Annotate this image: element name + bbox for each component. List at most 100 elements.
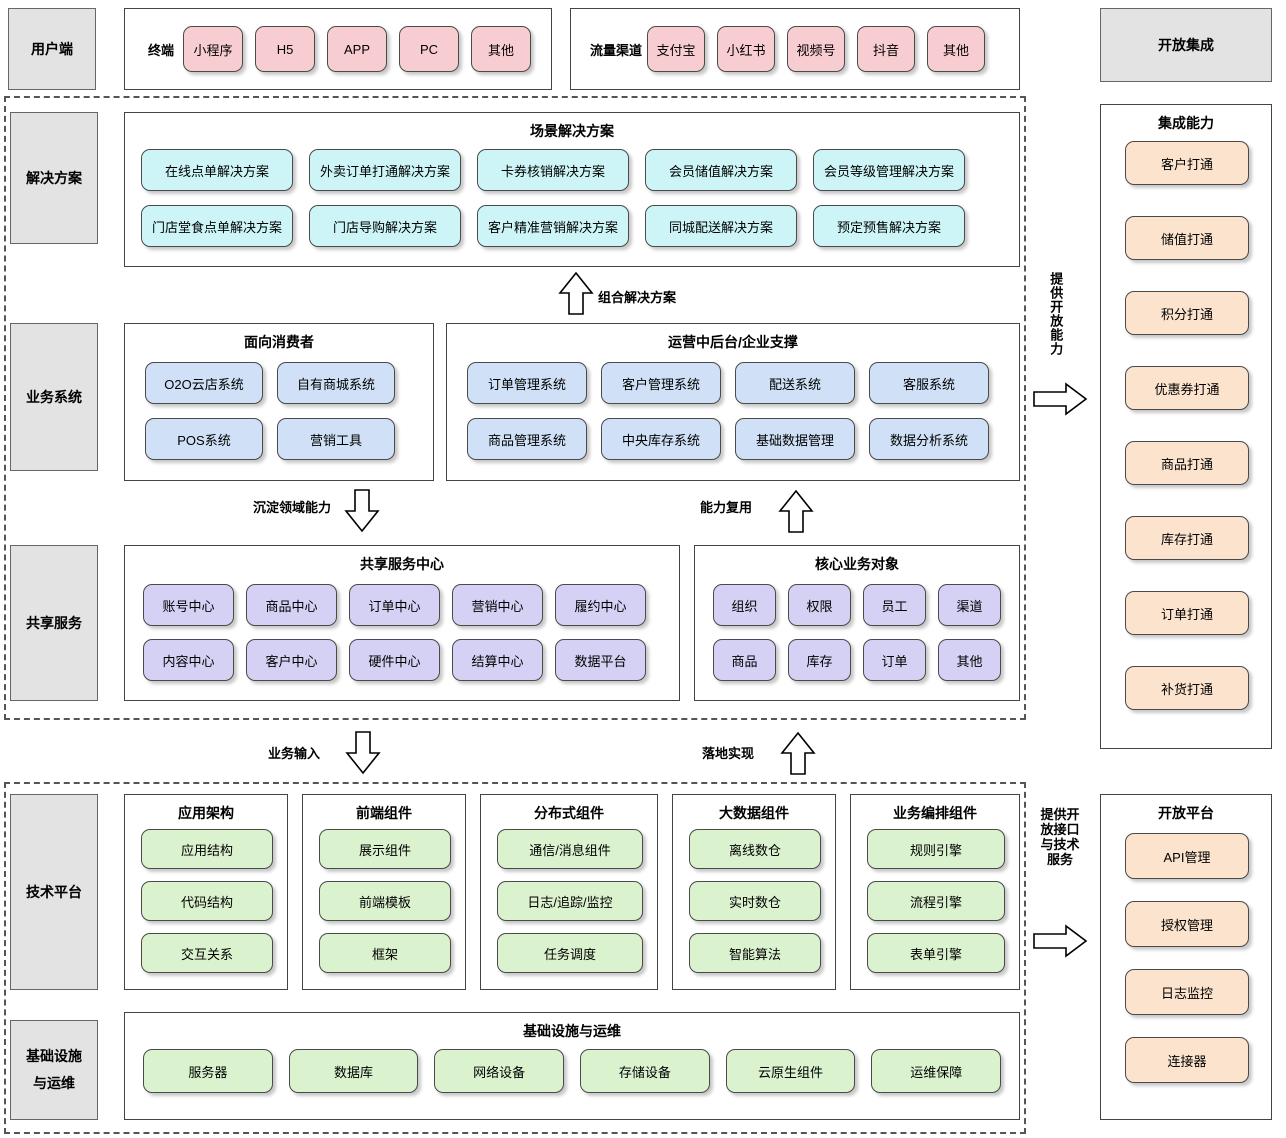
chip-backoffice-system[interactable]: 中央库存系统 [601,418,721,460]
chip-shared-center[interactable]: 商品中心 [246,584,337,626]
chip-tech-item[interactable]: 规则引擎 [867,829,1005,869]
chip-tech-item[interactable]: 智能算法 [689,933,821,973]
chip-core-object[interactable]: 商品 [713,639,776,681]
chip-tech-item[interactable]: 表单引擎 [867,933,1005,973]
chip-backoffice-system[interactable]: 基础数据管理 [735,418,855,460]
chip-shared-center[interactable]: 账号中心 [143,584,234,626]
chip-integration[interactable]: 库存打通 [1125,516,1249,560]
chip-backoffice-system[interactable]: 数据分析系统 [869,418,989,460]
chip-shared-center[interactable]: 履约中心 [555,584,646,626]
chip-terminal[interactable]: APP [327,26,387,72]
chip-infra-item[interactable]: 云原生组件 [725,1049,856,1093]
chip-integration[interactable]: 优惠券打通 [1125,366,1249,410]
arrow-capability-reuse [778,489,814,533]
chip-solution[interactable]: 会员储值解决方案 [645,149,797,191]
chip-core-object[interactable]: 其他 [938,639,1001,681]
business-domain-group [4,96,1026,720]
chip-core-object[interactable]: 订单 [863,639,926,681]
arrow-business-input-label: 业务输入 [268,746,321,761]
chip-open-platform[interactable]: 日志监控 [1125,969,1249,1015]
solution-title: 场景解决方案 [530,123,614,139]
row-label-client: 用户端 [8,8,96,90]
chip-tech-item[interactable]: 前端模板 [319,881,451,921]
chip-backoffice-system[interactable]: 配送系统 [735,362,855,404]
chip-terminal[interactable]: PC [399,26,459,72]
chip-core-object[interactable]: 组织 [713,584,776,626]
chip-shared-center[interactable]: 客户中心 [246,639,337,681]
chip-terminal[interactable]: 小程序 [183,26,243,72]
integration-capability-panel: 集成能力 客户打通 储值打通 积分打通 优惠券打通 商品打通 库存打通 订单打通… [1100,104,1272,749]
chip-solution[interactable]: 预定预售解决方案 [813,205,965,247]
chip-solution[interactable]: 在线点单解决方案 [141,149,293,191]
chip-shared-center[interactable]: 硬件中心 [349,639,440,681]
chip-backoffice-system[interactable]: 客户管理系统 [601,362,721,404]
chip-solution[interactable]: 门店堂食点单解决方案 [141,205,293,247]
chip-infra-item[interactable]: 数据库 [288,1049,419,1093]
chip-backoffice-system[interactable]: 订单管理系统 [467,362,587,404]
consumer-facing-title: 面向消费者 [244,334,314,350]
chip-integration[interactable]: 储值打通 [1125,216,1249,260]
chip-consumer-system[interactable]: POS系统 [145,418,263,460]
chip-solution[interactable]: 外卖订单打通解决方案 [309,149,461,191]
chip-open-platform[interactable]: API管理 [1125,833,1249,879]
row-label-solution-text: 解决方案 [26,169,82,186]
open-platform-title: 开放平台 [1158,805,1214,821]
row-label-solution: 解决方案 [10,112,98,244]
chip-tech-item[interactable]: 框架 [319,933,451,973]
chip-tech-item[interactable]: 实时数仓 [689,881,821,921]
chip-tech-item[interactable]: 任务调度 [497,933,643,973]
chip-backoffice-system[interactable]: 客服系统 [869,362,989,404]
chip-solution[interactable]: 会员等级管理解决方案 [813,149,965,191]
chip-core-object[interactable]: 渠道 [938,584,1001,626]
chip-terminal[interactable]: 其他 [471,26,531,72]
chip-tech-item[interactable]: 代码结构 [141,881,273,921]
chip-open-platform[interactable]: 授权管理 [1125,901,1249,947]
chip-consumer-system[interactable]: 营销工具 [277,418,395,460]
chip-channel[interactable]: 小红书 [717,26,775,72]
chip-tech-item[interactable]: 应用结构 [141,829,273,869]
chip-channel[interactable]: 视频号 [787,26,845,72]
chip-solution[interactable]: 同城配送解决方案 [645,205,797,247]
chip-integration[interactable]: 商品打通 [1125,441,1249,485]
chip-tech-item[interactable]: 交互关系 [141,933,273,973]
chip-solution[interactable]: 门店导购解决方案 [309,205,461,247]
chip-tech-item[interactable]: 日志/追踪/监控 [497,881,643,921]
chip-integration[interactable]: 积分打通 [1125,291,1249,335]
row-label-shared: 共享服务 [10,545,98,701]
chip-consumer-system[interactable]: O2O云店系统 [145,362,263,404]
tech-group-distributed-components: 分布式组件 通信/消息组件 日志/追踪/监控 任务调度 [480,794,658,990]
chip-core-object[interactable]: 权限 [788,584,851,626]
chip-infra-item[interactable]: 运维保障 [871,1049,1002,1093]
chip-open-platform[interactable]: 连接器 [1125,1037,1249,1083]
chip-shared-center[interactable]: 数据平台 [555,639,646,681]
chip-channel[interactable]: 其他 [927,26,985,72]
chip-tech-item[interactable]: 通信/消息组件 [497,829,643,869]
chip-consumer-system[interactable]: 自有商城系统 [277,362,395,404]
arrow-open-interface [1032,924,1088,958]
chip-tech-item[interactable]: 流程引擎 [867,881,1005,921]
chip-core-object[interactable]: 库存 [788,639,851,681]
chip-infra-item[interactable]: 服务器 [143,1049,273,1093]
chip-backoffice-system[interactable]: 商品管理系统 [467,418,587,460]
chip-solution[interactable]: 客户精准营销解决方案 [477,205,629,247]
chip-core-object[interactable]: 员工 [863,584,926,626]
chip-infra-item[interactable]: 网络设备 [434,1049,565,1093]
chip-solution[interactable]: 卡券核销解决方案 [477,149,629,191]
arrow-open-interface-label: 提供开放接口与技术服务 [1040,807,1080,868]
channel-panel: 流量渠道 支付宝 小红书 视频号 抖音 其他 [570,8,1020,90]
chip-tech-item[interactable]: 展示组件 [319,829,451,869]
chip-channel[interactable]: 抖音 [857,26,915,72]
chip-integration[interactable]: 补货打通 [1125,666,1249,710]
chip-shared-center[interactable]: 订单中心 [349,584,440,626]
chip-integration[interactable]: 客户打通 [1125,141,1249,185]
chip-channel[interactable]: 支付宝 [647,26,705,72]
chip-terminal[interactable]: H5 [255,26,315,72]
tech-group-frontend-components: 前端组件 展示组件 前端模板 框架 [302,794,466,990]
chip-shared-center[interactable]: 营销中心 [452,584,543,626]
chip-shared-center[interactable]: 结算中心 [452,639,543,681]
open-integration-header: 开放集成 [1100,8,1272,82]
chip-shared-center[interactable]: 内容中心 [143,639,234,681]
chip-integration[interactable]: 订单打通 [1125,591,1249,635]
chip-tech-item[interactable]: 离线数仓 [689,829,821,869]
chip-infra-item[interactable]: 存储设备 [580,1049,710,1093]
